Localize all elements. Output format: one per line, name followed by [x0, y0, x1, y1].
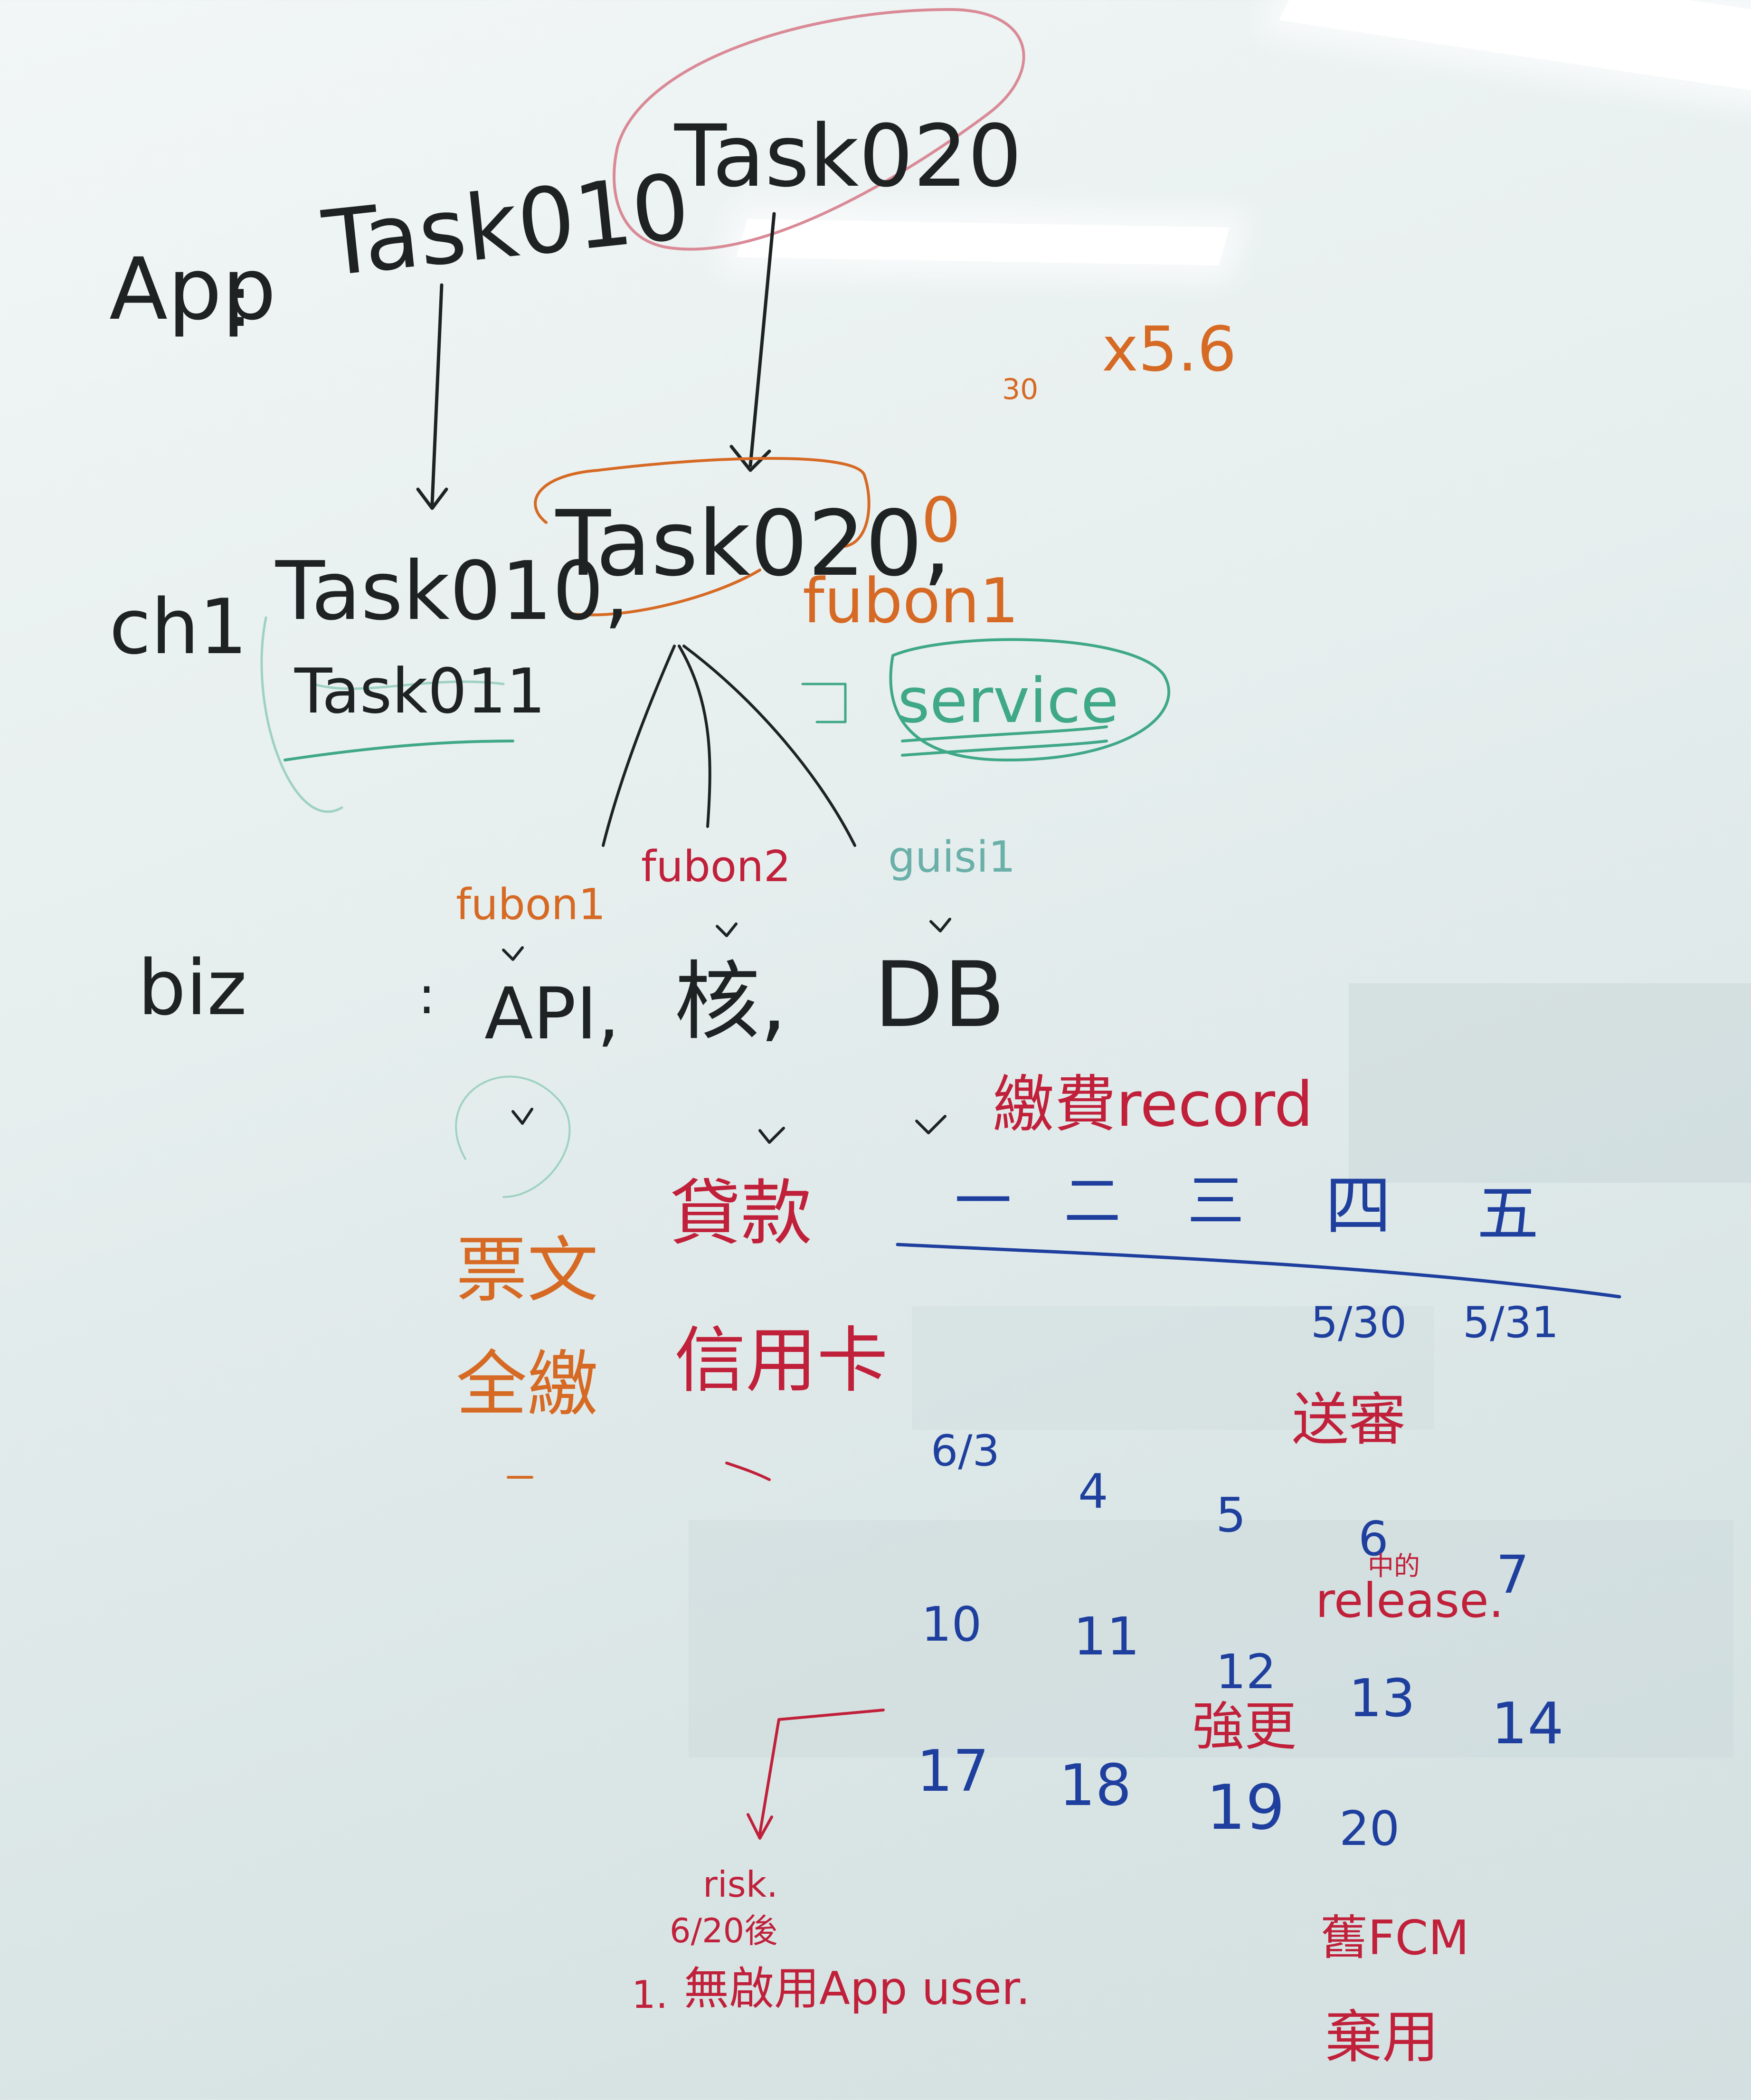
- risk-label: risk.: [703, 1863, 778, 1905]
- date-4: 4: [1078, 1463, 1108, 1519]
- weekday-tue: 二: [1064, 1169, 1121, 1235]
- note-30: 30: [1002, 373, 1039, 406]
- db-label: DB: [874, 942, 1005, 1047]
- app-label: App: [109, 240, 276, 339]
- ch1-task010: Task010,: [275, 544, 630, 638]
- date-20: 20: [1339, 1801, 1400, 1856]
- ch1-fubon1: fubon1: [803, 565, 1019, 637]
- api-label: API,: [484, 973, 620, 1055]
- date-5-30: 5/30: [1311, 1298, 1407, 1348]
- weekday-thu: 四: [1325, 1168, 1392, 1245]
- colon: :: [418, 965, 436, 1026]
- date-5: 5: [1216, 1487, 1246, 1543]
- core-note-2: 信用卡: [674, 1320, 889, 1402]
- colon: :: [228, 260, 252, 343]
- old-fcm: 舊FCM: [1320, 1910, 1469, 1966]
- force-update: 強更: [1192, 1696, 1297, 1757]
- risk-item-number: 1.: [632, 1973, 668, 2017]
- furniture-reflection: [912, 1306, 1434, 1430]
- ch1-service: service: [898, 665, 1119, 737]
- date-11: 11: [1073, 1606, 1140, 1667]
- date-14: 14: [1491, 1691, 1564, 1757]
- weekday-wed: 三: [1187, 1169, 1244, 1235]
- deprecated: 棄用: [1325, 2005, 1439, 2071]
- date-19: 19: [1206, 1771, 1285, 1843]
- date-13: 13: [1349, 1668, 1415, 1729]
- furniture-reflection: [1349, 983, 1751, 1183]
- top-task020: Task020: [674, 107, 1022, 206]
- core-label: 核,: [674, 952, 787, 1052]
- release-prefix: 中的: [1368, 1551, 1420, 1581]
- payment-record: 繳費record: [993, 1068, 1314, 1140]
- db-owner: guisi1: [888, 832, 1016, 882]
- date-7: 7: [1496, 1544, 1529, 1605]
- ch1-label: ch1: [109, 582, 248, 671]
- api-owner: fubon1: [456, 880, 606, 930]
- core-note-1: 貸款: [670, 1172, 813, 1255]
- date-10: 10: [921, 1596, 982, 1652]
- biz-label: biz: [138, 943, 247, 1032]
- risk-date: 6/20後: [670, 1911, 778, 1950]
- core-owner: fubon2: [641, 842, 791, 892]
- date-12: 12: [1216, 1644, 1277, 1700]
- date-18: 18: [1059, 1753, 1132, 1819]
- api-note-2: 全繳: [456, 1343, 599, 1426]
- ch1-zero: 0: [921, 484, 961, 556]
- date-5-31: 5/31: [1463, 1298, 1559, 1348]
- date-6: 6: [1358, 1511, 1389, 1567]
- furniture-reflection: [689, 1520, 1733, 1758]
- weekday-mon: 一: [955, 1169, 1012, 1235]
- api-note-1: 票文: [456, 1229, 599, 1312]
- date-17: 17: [917, 1739, 989, 1805]
- ch1-task020: Task020,: [556, 491, 952, 596]
- note-x56: x5.6: [1102, 313, 1237, 385]
- release-label: release.: [1316, 1573, 1504, 1628]
- ch1-task011: Task011: [294, 655, 546, 727]
- risk-item-text: 無啟用App user.: [684, 1963, 1031, 2015]
- date-6-3: 6/3: [931, 1426, 1000, 1476]
- submit-review: 送審: [1292, 1387, 1406, 1453]
- weekday-fri: 五: [1477, 1178, 1539, 1250]
